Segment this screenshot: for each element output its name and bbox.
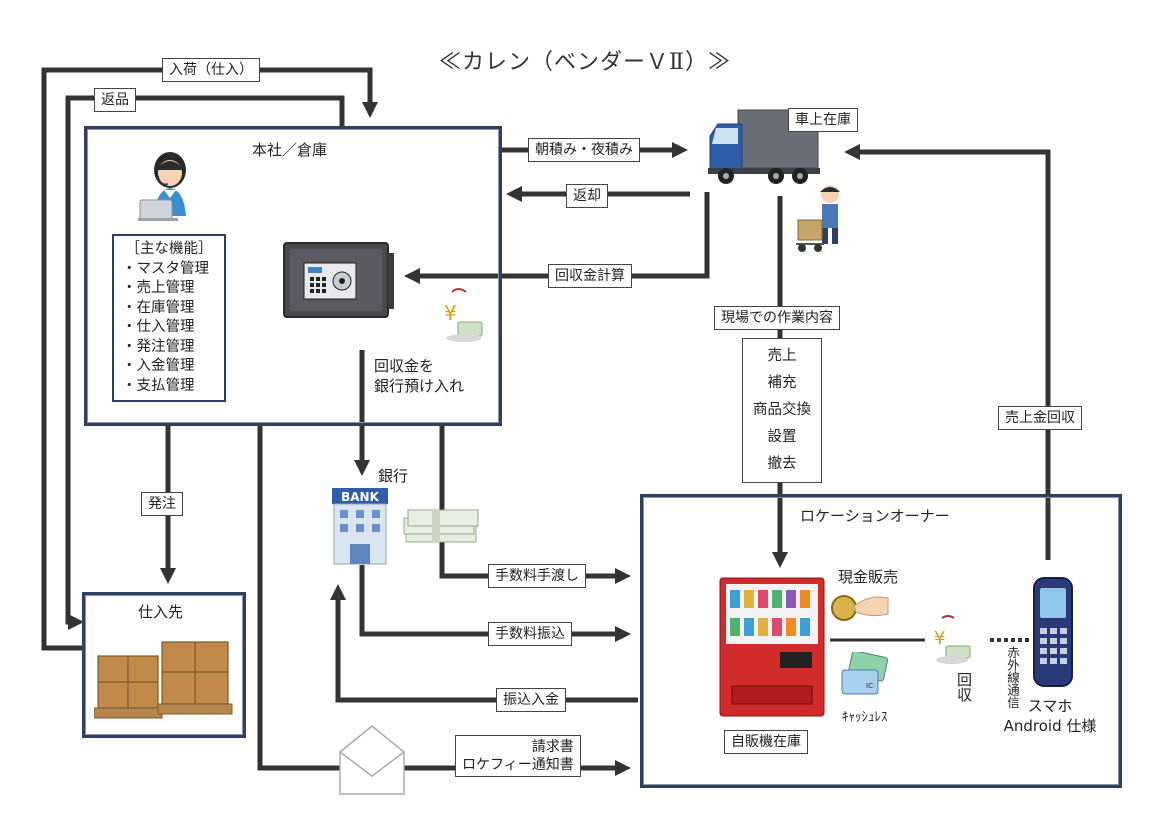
supplier-label: 仕入先 xyxy=(138,603,184,621)
deposit-label: 回収金を 銀行預け入れ xyxy=(374,356,464,396)
bank-label: 銀行 xyxy=(378,467,409,485)
functions-header: ［主な機能］ xyxy=(125,241,213,257)
handheld-terminal-icon xyxy=(1033,577,1073,687)
ic-chip-text: IC xyxy=(866,682,873,690)
cashless-label: ｷｬｯｼｭﾚｽ xyxy=(842,710,888,725)
field-work-item: 商品交換 xyxy=(753,402,811,418)
cash-stack-icon xyxy=(403,509,479,543)
vending-machine-icon xyxy=(719,577,825,717)
safe-icon xyxy=(283,242,394,318)
arrival-label: 入荷（仕入） xyxy=(162,58,260,82)
function-item: ・売上管理 xyxy=(122,280,195,296)
deposit-label-line2: 銀行預け入れ xyxy=(374,377,465,395)
vending-stock-label: 自販機在庫 xyxy=(724,730,808,754)
fee-transfer-label: 手数料振込 xyxy=(488,622,572,646)
function-item: ・入金管理 xyxy=(122,358,195,374)
smartphone-label: スマホ Android 仕様 xyxy=(1000,696,1100,736)
field-work-item: 撤去 xyxy=(767,456,797,472)
cash-sales-label: 現金販売 xyxy=(838,568,899,586)
hq-box xyxy=(84,126,502,426)
function-item: ・発注管理 xyxy=(122,338,195,355)
field-work-item: 補充 xyxy=(767,375,797,391)
return-goods-label: 返品 xyxy=(94,88,136,112)
bank-sign-text: BANK xyxy=(341,490,379,504)
order-label: 発注 xyxy=(141,492,183,516)
function-item: ・在庫管理 xyxy=(122,299,195,316)
cashless-cards-icon: IC xyxy=(841,652,889,695)
collection-calc-arrow xyxy=(404,192,710,284)
envelope-icon xyxy=(339,725,405,795)
infrared-vertical-label: 赤外線通信 xyxy=(1005,646,1020,709)
field-work-item: 設置 xyxy=(767,429,797,445)
transfer-deposit-label: 振込入金 xyxy=(496,688,566,712)
yen-sign: ¥ xyxy=(444,301,457,325)
collection-calc-label: 回収金計算 xyxy=(548,264,632,288)
collected-yen-icon: ¥ xyxy=(934,615,971,664)
smartphone-label-line2: Android 仕様 xyxy=(1003,717,1097,735)
invoice-label-line1: 請求書 xyxy=(531,739,574,755)
truck-icon xyxy=(708,109,820,184)
bank-building-icon: BANK xyxy=(332,488,388,565)
deposit-label-line1: 回収金を xyxy=(374,357,435,375)
function-item: ・仕入管理 xyxy=(122,319,195,335)
location-owner-box xyxy=(640,494,1122,788)
operator-icon xyxy=(138,152,186,221)
field-work-item: 売上 xyxy=(767,348,797,364)
function-item: ・マスタ管理 xyxy=(122,260,209,277)
supplier-box xyxy=(82,592,246,738)
arrival-arrow xyxy=(41,67,378,651)
page-title: ≪カレン（ベンダーＶⅡ）≫ xyxy=(439,50,731,75)
loading-label: 朝積み・夜積み xyxy=(528,138,640,162)
cardboard-boxes-icon xyxy=(94,641,233,719)
location-owner-label: ロケーションオーナー xyxy=(800,507,950,525)
collect-vertical-label: 回収 xyxy=(955,672,973,702)
delivery-worker-icon xyxy=(796,185,840,252)
yen-money-icon: ¥ xyxy=(444,288,483,342)
function-item: ・支払管理 xyxy=(122,377,195,394)
functions-list: ［主な機能］ ・マスタ管理 ・売上管理 ・在庫管理 ・仕入管理 ・発注管理 ・入… xyxy=(112,234,226,402)
truck-stock-label: 車上在庫 xyxy=(788,108,858,132)
fee-handover-label: 手数料手渡し xyxy=(488,564,586,588)
hq-label: 本社／倉庫 xyxy=(252,141,328,159)
fee-handover-arrow xyxy=(439,425,631,584)
return-goods-arrow xyxy=(65,95,345,630)
invoice-label: 請求書 ロケフィー通知書 xyxy=(455,735,581,777)
coin-hand-icon xyxy=(831,595,889,621)
smartphone-label-line1: スマホ xyxy=(1027,697,1073,715)
field-work-header: 現場での作業内容 xyxy=(714,306,840,330)
sales-collection-label: 売上金回収 xyxy=(998,406,1082,430)
invoice-label-line2: ロケフィー通知書 xyxy=(462,757,574,773)
yen-sign-2: ¥ xyxy=(934,628,945,649)
field-work-list: 売上 補充 商品交換 設置 撤去 xyxy=(742,338,822,483)
return-back-label: 返却 xyxy=(566,184,608,208)
